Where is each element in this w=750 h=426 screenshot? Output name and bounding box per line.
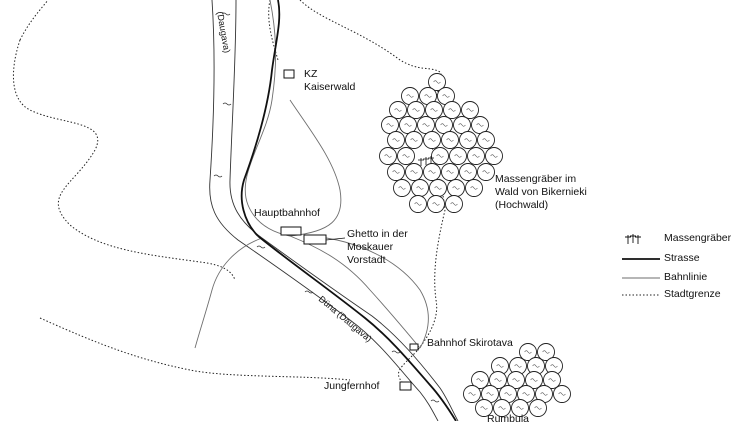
boundary-legend-icon [622, 294, 660, 296]
label-ghetto: Ghetto in der Moskauer Vorstadt [347, 228, 408, 266]
legend-row-strasse: Strasse [622, 252, 750, 266]
road-legend-icon [622, 258, 660, 260]
river-bank-east [229, 0, 459, 421]
rail-main [244, 0, 291, 237]
label-hauptbahnhof: Hauptbahnhof [254, 207, 320, 219]
river-bank-west [209, 0, 439, 421]
mass-grave-symbol [418, 156, 434, 166]
city-boundary [12, 0, 446, 383]
site-markers [280, 69, 419, 391]
river-wave-marks [213, 12, 440, 403]
road-north [240, 0, 281, 237]
forest-bikernieki [379, 73, 503, 213]
city-boundary-west-top [19, 0, 49, 41]
road-main [257, 235, 457, 421]
label-massengraeber-bikernieki: Massengräber im Wald von Bikernieki (Hoc… [495, 173, 587, 211]
legend-row-bahnlinie: Bahnlinie [622, 271, 750, 285]
forest-rumbula [463, 343, 571, 417]
legend-label-massengraeber: Massengräber [664, 232, 732, 244]
rail-loop [289, 99, 342, 237]
legend-row-massengraeber: Massengräber [622, 232, 750, 246]
label-jungfernhof: Jungfernhof [324, 380, 380, 392]
rail-lines [194, 0, 429, 349]
legend-label-bahnlinie: Bahnlinie [664, 271, 708, 283]
label-rumbula: Rumbula [487, 413, 530, 425]
label-kz-kaiserwald: KZ Kaiserwald [304, 68, 356, 93]
city-boundary-inner [268, 0, 279, 61]
river-daugava [209, 0, 459, 421]
roads [240, 0, 457, 421]
ghetto-pointer [325, 237, 346, 241]
rail-west-branch [194, 237, 263, 349]
city-boundary-west [12, 39, 236, 281]
rail-south [289, 235, 421, 349]
city-boundary-south [39, 317, 351, 381]
legend-label-stadtgrenze: Stadtgrenze [664, 288, 721, 300]
legend-row-stadtgrenze: Stadtgrenze [622, 288, 750, 302]
ghetto-marker [303, 234, 327, 245]
legend-label-strasse: Strasse [664, 252, 700, 264]
hauptbahnhof-marker [280, 226, 302, 236]
label-bahnhof-skirotava: Bahnhof Skirotava [427, 337, 513, 349]
kz-marker [283, 69, 295, 79]
river-label-upper: (Daugava) [215, 11, 232, 54]
jungfernhof-marker [399, 381, 412, 391]
rail-legend-icon [622, 277, 660, 279]
skirotava-marker [409, 343, 419, 351]
city-boundary-east [299, 0, 446, 383]
mass-grave-legend-icon [625, 234, 641, 244]
rail-skirotava [309, 235, 429, 349]
